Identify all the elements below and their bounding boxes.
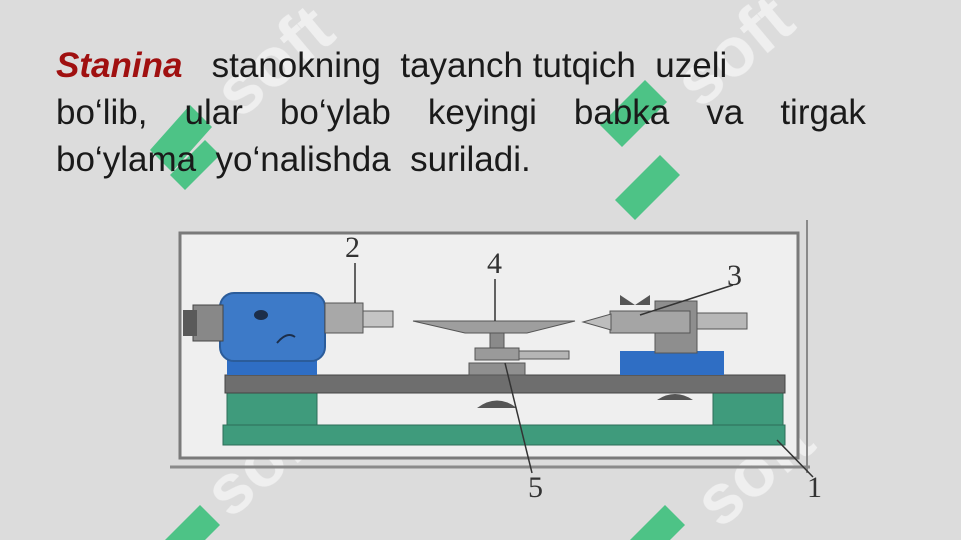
bed-base: [222, 392, 786, 446]
word: bo‘ylab: [279, 93, 391, 132]
lathe-illustration: 2 4 3 5 1: [170, 220, 822, 504]
leader-line-3: [639, 284, 734, 316]
label-tool-rest: 4: [487, 247, 502, 280]
leader-line-5: [504, 362, 533, 474]
text-line-1: Stanina stanokning tayanch tutqich uzeli: [56, 42, 866, 89]
word: tutqich: [532, 46, 636, 85]
tailstock: [581, 295, 748, 400]
label-bed: 1: [807, 471, 822, 504]
label-headstock: 2: [345, 231, 360, 264]
word: babka: [573, 93, 670, 132]
label-tailstock: 3: [727, 259, 742, 292]
word: ular: [184, 93, 243, 132]
tool-rest: [412, 320, 576, 408]
label-tool-rest-clamp: 5: [528, 471, 543, 504]
word: tayanch: [400, 46, 523, 85]
text-line-3: bo‘ylama yo‘nalishda suriladi.: [56, 140, 531, 179]
word: uzeli: [655, 46, 728, 85]
text-line-2: bo‘lib, ular bo‘ylab keyingi babka va ti…: [56, 89, 866, 136]
term-stanina: Stanina: [56, 46, 183, 85]
word: tirgak: [780, 93, 866, 132]
leader-line-1: [776, 439, 814, 478]
word: keyingi: [427, 93, 537, 132]
word: stanokning: [211, 46, 381, 85]
bed-rail: [224, 374, 786, 394]
headstock: [183, 292, 394, 375]
word: va: [706, 93, 744, 132]
definition-paragraph: Stanina stanokning tayanch tutqich uzeli…: [56, 42, 866, 183]
word: bo‘lib,: [56, 93, 148, 132]
